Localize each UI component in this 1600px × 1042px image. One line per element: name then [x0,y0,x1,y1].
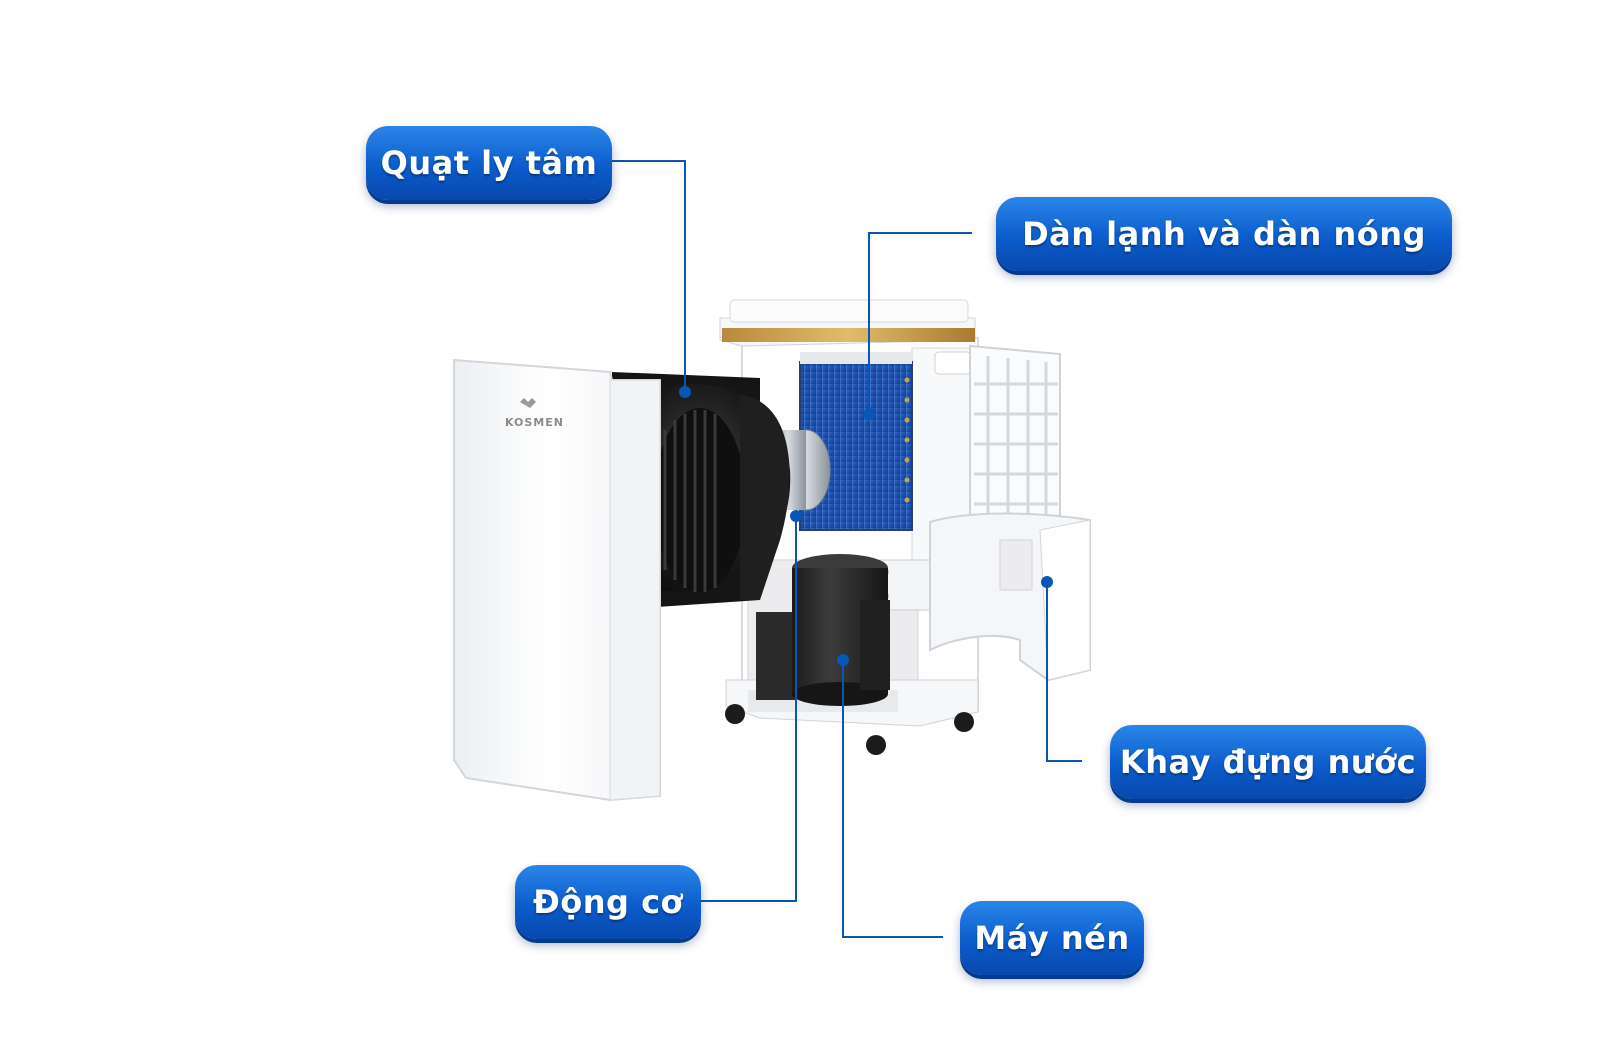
front-panel [453,358,661,802]
leader-lines [612,160,1082,938]
brand-logo-text: KOSMEN [505,416,564,429]
label-compressor: Máy nén [960,901,1144,975]
label-evaporator-condenser: Dàn lạnh và dàn nóng [996,197,1452,271]
anchor-dot-compressor [837,654,849,666]
anchor-dot-fan [679,386,691,398]
anchor-dot-coil [863,408,875,420]
leader-line-compressor [842,660,943,938]
water-tray [929,512,1091,682]
label-water-tray: Khay đựng nước [1110,725,1426,799]
label-water-tray-text: Khay đựng nước [1119,743,1417,781]
leader-line-tray [1046,582,1082,762]
leader-line-motor [701,516,797,902]
label-evaporator-condenser-text: Dàn lạnh và dàn nóng [1022,215,1426,253]
label-motor-text: Động cơ [532,883,684,921]
label-compressor-text: Máy nén [974,919,1130,957]
casters [725,704,974,755]
label-centrifugal-fan-text: Quạt ly tâm [380,144,598,182]
anchor-dot-tray [1041,576,1053,588]
anchor-dot-motor [790,510,802,522]
label-motor: Động cơ [515,865,701,939]
leader-line-coil [868,232,972,414]
leader-line-fan [612,160,686,392]
label-centrifugal-fan: Quạt ly tâm [366,126,612,200]
filter-frame [969,344,1061,530]
compressor [756,554,890,706]
